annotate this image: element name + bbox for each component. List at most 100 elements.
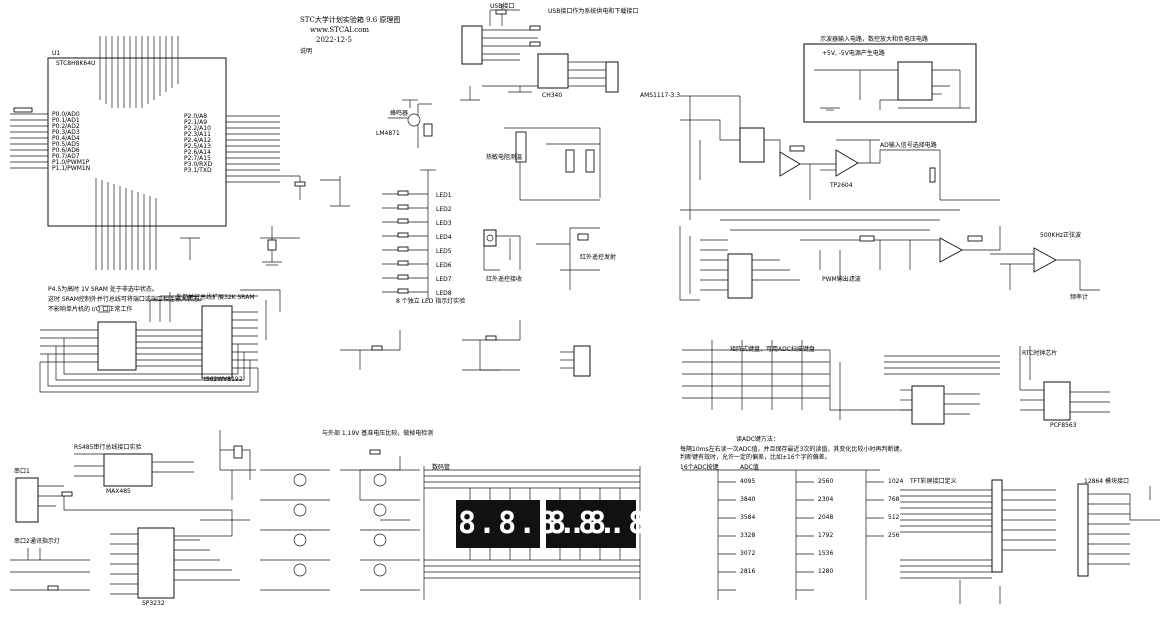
seg-drivers <box>260 469 420 591</box>
tft-12864 <box>900 479 1160 604</box>
pin-right-7: P2.7/A15 <box>184 155 211 162</box>
temp-ir <box>483 127 601 290</box>
serial2-led-label: 串口2通讯指示灯 <box>14 538 60 545</box>
adc-val-9: 1792 <box>818 532 834 539</box>
adc-input-block <box>679 95 1100 301</box>
pin-left-7: P0.7/AD7 <box>52 153 80 160</box>
adc-note-2: 每隔10ms左右读一次ADC值，并且保存最近3次的读值，其变化比较小时再判断键。 <box>680 446 906 453</box>
power-block <box>803 43 977 123</box>
mcu-u1 <box>10 36 280 270</box>
rtc-label: RTC时钟芯片 <box>1022 350 1058 357</box>
mcu-support <box>180 175 350 266</box>
led-3: LED3 <box>436 220 452 227</box>
buzzer <box>388 99 433 148</box>
adc-val-13: 768 <box>888 496 900 503</box>
adc-val-8: 2048 <box>818 514 834 521</box>
pin-left-4: P0.4/AD4 <box>52 135 80 142</box>
adc-val-1: 3840 <box>740 496 756 503</box>
adc-val-3: 3328 <box>740 532 756 539</box>
adc-val-15: 256 <box>888 532 900 539</box>
usb-label: USB接口 <box>490 3 515 10</box>
pin-left-0: P0.0/AD0 <box>52 111 80 118</box>
led-5: LED5 <box>436 248 452 255</box>
key-matrix-label: 矩阵式键盘，可用ADC扫描键盘 <box>730 346 815 353</box>
serial-block <box>10 449 251 599</box>
pin-right-0: P2.0/A8 <box>184 113 208 120</box>
seg7-label: 数码管 <box>432 464 451 471</box>
led-column <box>382 169 436 300</box>
adc-val-14: 512 <box>888 514 900 521</box>
opamp-part: TP2604 <box>830 182 853 189</box>
adc-val-7: 2304 <box>818 496 834 503</box>
tft-label: TFT彩屏接口定义 <box>910 478 957 485</box>
p4-note-3: 不影响单片机的 I/O 口正常工作 <box>48 306 133 313</box>
pin-right-3: P2.3/A11 <box>184 131 211 138</box>
pin-right-5: P2.5/A13 <box>184 143 211 150</box>
pin-right-9: P3.1/TXD <box>184 167 212 174</box>
pin-right-6: P2.6/A14 <box>184 149 211 156</box>
header-title: STC大学计划实验箱 9.6 原理图 <box>300 16 401 24</box>
sram-block <box>39 289 281 393</box>
lcd12864-label: 12864 模块接口 <box>1084 478 1129 485</box>
pin-right-4: P2.4/A12 <box>184 137 211 144</box>
header-website: www.STCAI.com <box>310 26 370 34</box>
pin-left-3: P0.3/AD3 <box>52 129 80 136</box>
mcu-part: STC8H8K64U <box>56 60 96 67</box>
amp-part: LM4871 <box>376 130 400 137</box>
seg7-display-right: 8.8.8.8. <box>548 506 709 541</box>
led-1: LED1 <box>436 192 452 199</box>
led-8: LED8 <box>436 290 452 297</box>
adc-note: 读ADC键方法： <box>736 436 779 443</box>
pin-left-6: P0.6/AD6 <box>52 147 80 154</box>
serial1-label: 串口1 <box>14 468 30 475</box>
buzzer-label: 蜂鸣器 <box>390 110 409 117</box>
sram-part: IS62WV8192 <box>204 376 243 383</box>
adc-keys <box>682 469 884 600</box>
adc-val-12: 1024 <box>888 478 904 485</box>
power-label: +5V, -5V电源产生电路 <box>822 50 885 57</box>
pin-left-2: P0.2/AD2 <box>52 123 80 130</box>
rtc-part: PCF8563 <box>1050 422 1077 429</box>
adc-val-11: 1280 <box>818 568 834 575</box>
led-6: LED6 <box>436 262 452 269</box>
notes-heading: 说明 <box>300 48 313 55</box>
pin-left-8: P1.0/PWM1P <box>52 159 90 166</box>
adc-val-2: 3584 <box>740 514 756 521</box>
ir-tx-label: 红外遥控发射 <box>580 254 617 261</box>
adc-val-6: 2560 <box>818 478 834 485</box>
adc-val-0: 4095 <box>740 478 756 485</box>
pin-left-9: P1.1/PWM1N <box>52 165 91 172</box>
rs232-part: SP3232 <box>142 600 165 607</box>
rs485-part: MAX485 <box>106 488 131 495</box>
header-date: 2022-12-5 <box>316 36 352 44</box>
rs485-label: RS485串行总线接口实验 <box>74 444 142 451</box>
rtc-block <box>860 346 1110 425</box>
seg7-display-left: 8.8.8.8. <box>458 506 619 541</box>
pwm-note: PWM输出滤波 <box>822 276 861 283</box>
leds-label: 8 个独立 LED 指示灯实验 <box>396 298 466 305</box>
usb-block <box>460 4 619 101</box>
usb-serial-part: CH340 <box>542 92 563 99</box>
vref-block <box>340 449 410 521</box>
pin-right-8: P3.0/RXD <box>184 161 213 168</box>
adc-val-10: 1536 <box>818 550 834 557</box>
adc-value-label: ADC值 <box>740 464 759 471</box>
adc-keys-label: 16个ADC按键 <box>680 464 719 471</box>
pin-right-1: P2.1/A9 <box>184 119 208 126</box>
ext-sram-label: 外部并行总线扩展32K SRAM <box>176 294 255 301</box>
p4-note-2: 这时 SRAM控制外并行总线可将端口或端口相连输入状态。 <box>48 296 205 303</box>
misc-blocks <box>219 320 591 471</box>
pin-left-5: P0.5/AD5 <box>52 141 80 148</box>
led-7: LED7 <box>436 276 452 283</box>
adc-val-5: 2816 <box>740 568 756 575</box>
freq-label: 频率计 <box>1070 294 1089 301</box>
seg7-block <box>423 466 641 600</box>
ir-rx-label: 红外遥控接收 <box>486 276 523 283</box>
p4-note-1: P4.5为高时 1V SRAM 处于非选中状态。 <box>48 286 158 293</box>
mcu-label: U1 <box>52 50 61 57</box>
adc-val-4: 3072 <box>740 550 756 557</box>
dc-input-label: 500KHz正弦波 <box>1040 232 1082 239</box>
ldo-part: AMS1117-3.3 <box>640 92 681 99</box>
temp-label: 热敏电阻测温 <box>486 154 523 161</box>
